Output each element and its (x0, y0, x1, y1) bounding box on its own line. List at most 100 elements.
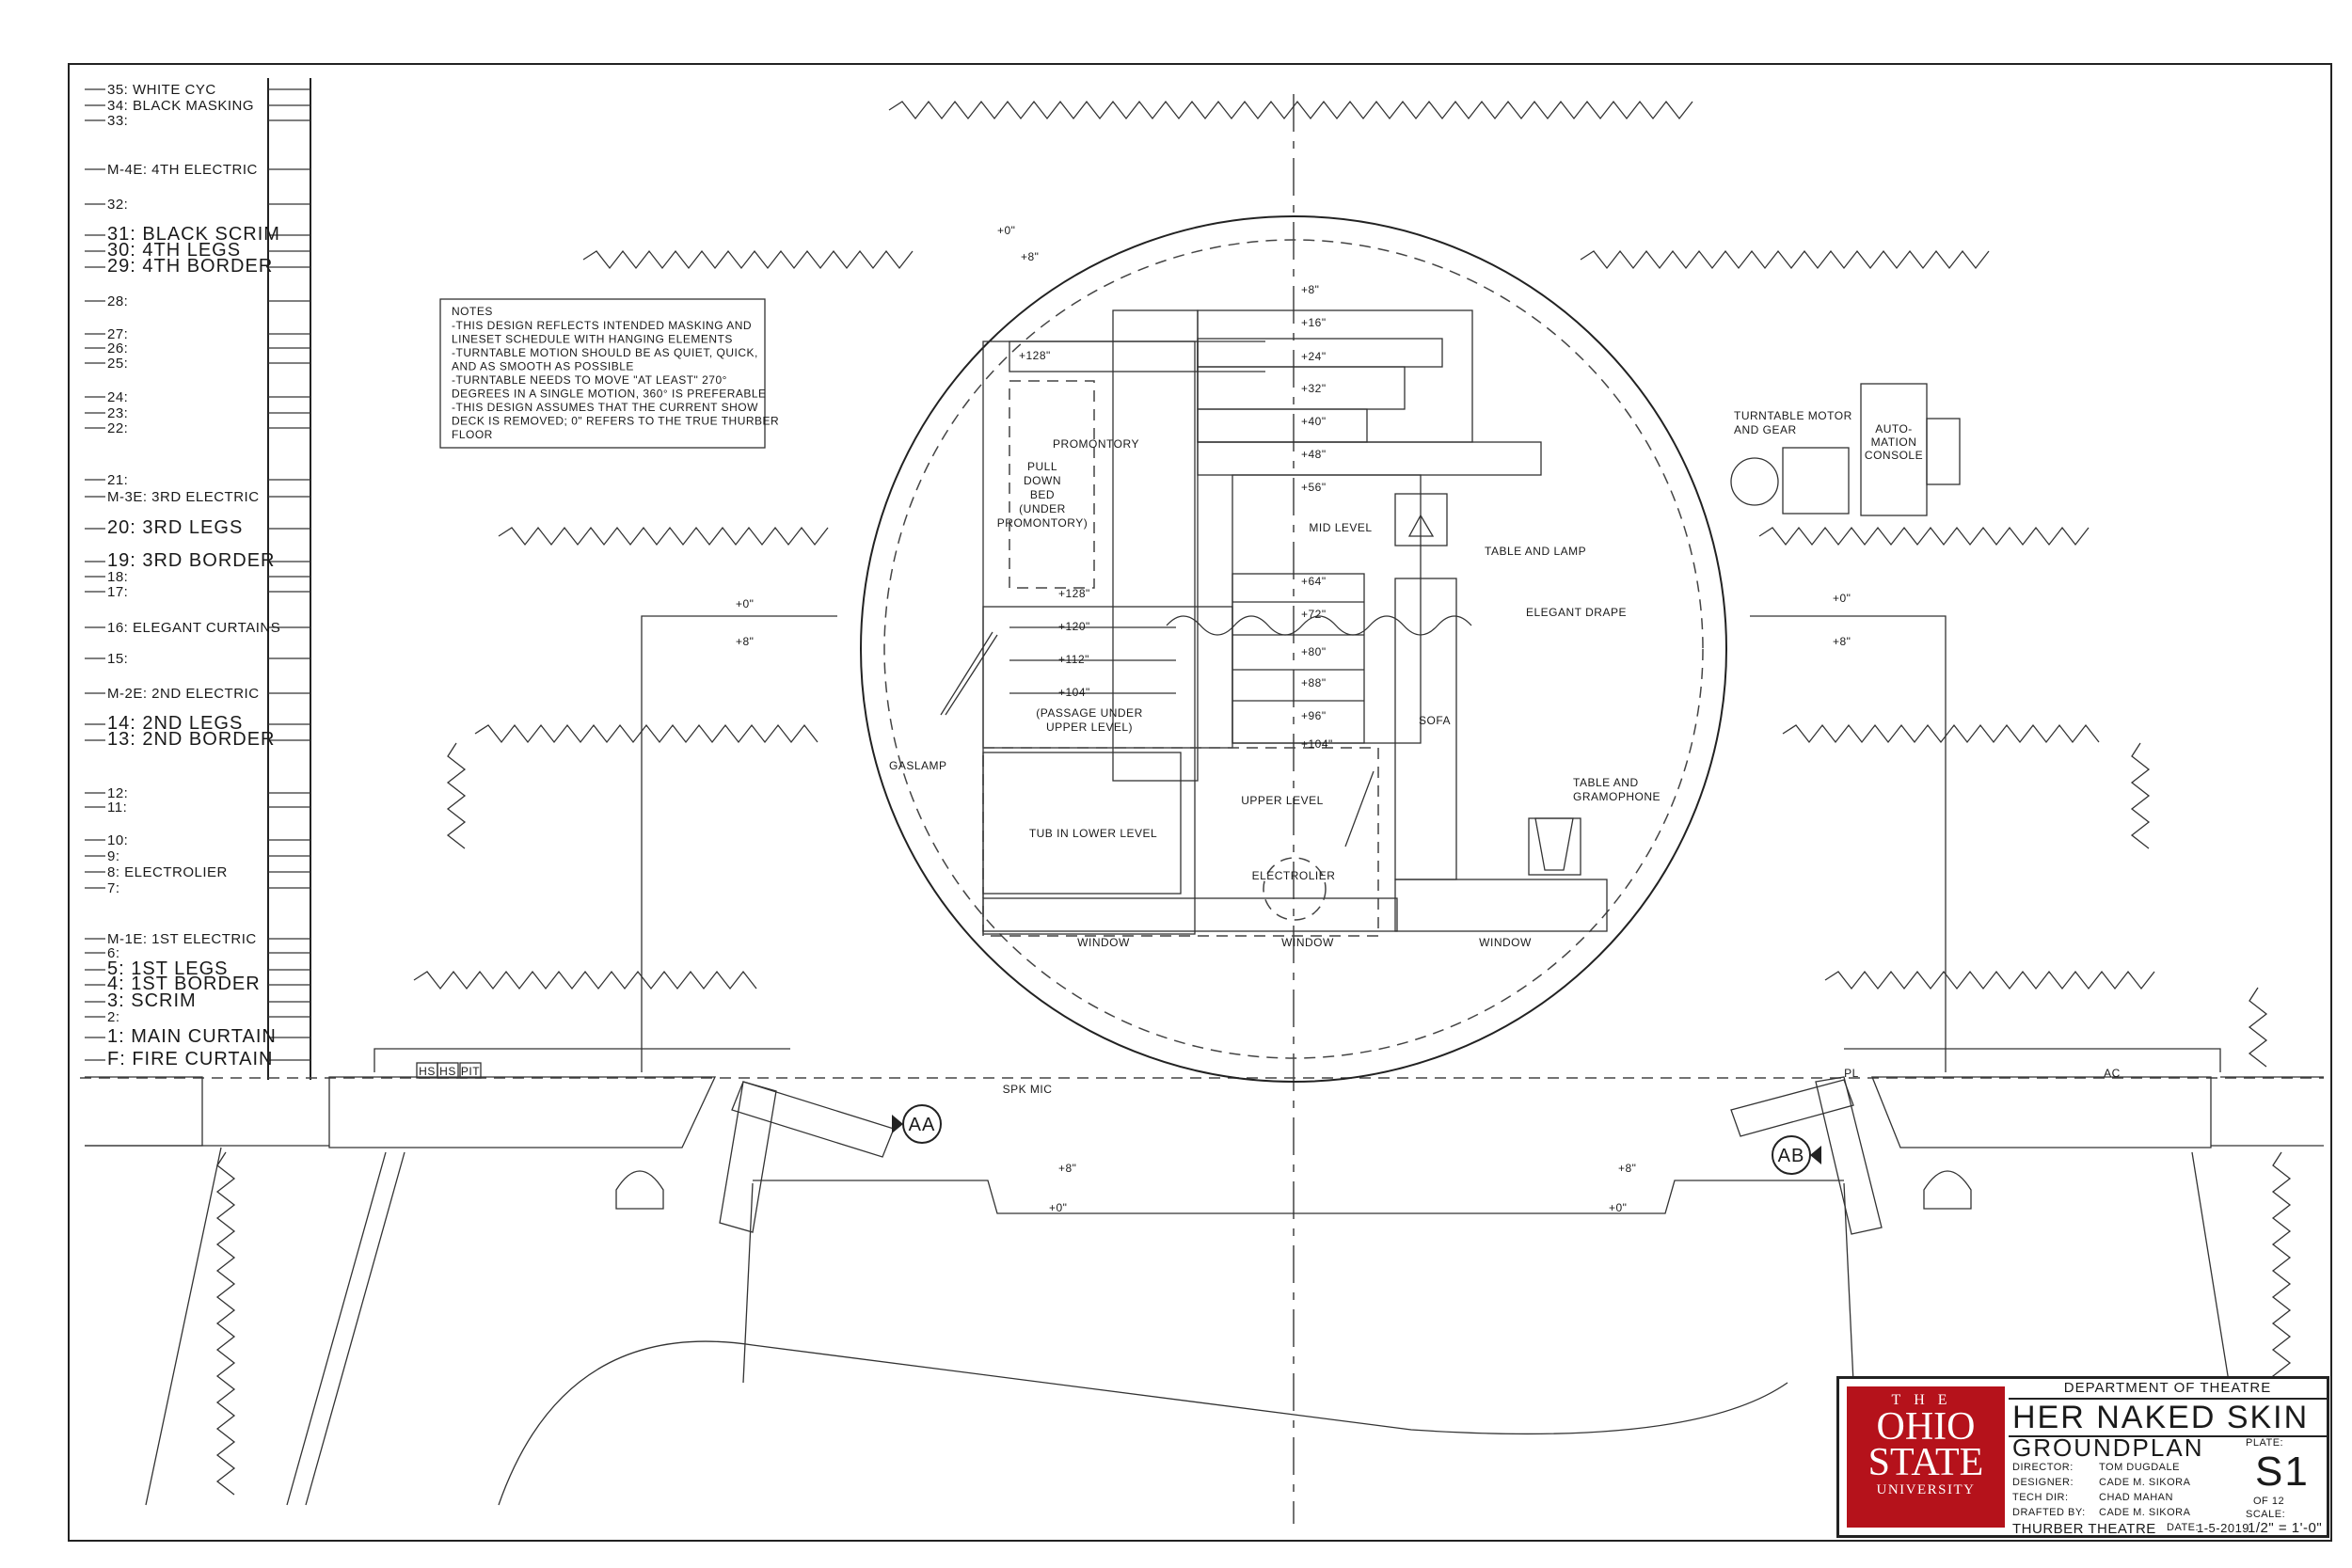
lineset-label: M-1E: 1ST ELECTRIC (107, 931, 257, 947)
label-pull-down-bed: PULL (1027, 460, 1057, 473)
lineset-label: M-4E: 4TH ELECTRIC (107, 162, 258, 178)
notes-title: NOTES (452, 305, 493, 318)
masking-zigzag (888, 100, 1693, 120)
elevation-label: +56" (1301, 481, 1327, 494)
elegant-drape (1166, 615, 1472, 636)
label-tub: TUB IN LOWER LEVEL (1029, 827, 1157, 840)
designer-name: CADE M. SIKORA (2099, 1477, 2191, 1488)
elevation-label: +96" (1301, 709, 1327, 722)
venue-name: THURBER THEATRE (2012, 1521, 2156, 1537)
section-aa-marker: AA (892, 1104, 942, 1144)
label-table-and-lamp: TABLE AND LAMP (1485, 545, 1586, 558)
notes-box (439, 298, 766, 449)
lineset-label: 10: (107, 832, 128, 848)
lineset-label: 7: (107, 880, 120, 896)
label-window-2: WINDOW (1281, 936, 1334, 949)
lineset-label: F: FIRE CURTAIN (107, 1049, 273, 1069)
elevation-label: +128" (1058, 587, 1090, 600)
lineset-label: 2: (107, 1009, 120, 1025)
label-passage: (PASSAGE UNDER (1036, 706, 1142, 720)
automation-console (1860, 383, 1961, 516)
speaker-right (1923, 1170, 1972, 1210)
masking-zigzag (1782, 723, 2100, 744)
lineset-label: 13: 2ND BORDER (107, 729, 276, 750)
masking-zigzag (498, 526, 829, 546)
elevation-label: +104" (1301, 737, 1333, 751)
title-block: THE OHIO STATE UNIVERSITY DEPARTMENT OF … (1836, 1376, 2329, 1538)
elevation-label: +8" (1021, 250, 1039, 263)
turntable (860, 215, 1727, 1083)
elevation-label: +8" (1618, 1162, 1636, 1175)
lineset-label: 31: BLACK SCRIM (107, 224, 280, 245)
plate-of: OF 12 (2253, 1496, 2285, 1507)
label-window-1: WINDOW (1077, 936, 1130, 949)
drafted-label: DRAFTED BY: (2012, 1507, 2086, 1518)
masking-zigzag (1580, 249, 1990, 270)
section-ab-marker: AB (1772, 1135, 1821, 1175)
masking-zigzag (2248, 987, 2268, 1068)
sheet-border (68, 63, 2332, 1542)
masking-zigzag (1758, 526, 2090, 546)
lineset-label: 22: (107, 420, 128, 436)
department-name: DEPARTMENT OF THEATRE (2009, 1379, 2327, 1400)
label-pull-down-bed: (UNDER (1019, 502, 1066, 515)
vomitory-stairs-left (719, 1081, 895, 1233)
label-automation-console: AUTO- (1875, 422, 1913, 436)
lineset-label: 9: (107, 848, 120, 864)
label-ac: AC (2104, 1067, 2121, 1080)
label-automation-console: CONSOLE (1865, 449, 1923, 462)
director-name: TOM DUGDALE (2099, 1462, 2180, 1473)
notes-line: -TURNTABLE NEEDS TO MOVE "AT LEAST" 270° (452, 373, 727, 387)
label-table-gramophone: GRAMOPHONE (1573, 790, 1661, 803)
designer-label: DESIGNER: (2012, 1477, 2074, 1488)
elevation-label: +24" (1301, 350, 1327, 363)
scale-value: 1/2" = 1'-0" (2248, 1520, 2323, 1536)
elevation-label: +128" (1019, 349, 1051, 362)
label-gaslamp: GASLAMP (889, 759, 947, 772)
side-walls (373, 615, 2221, 1072)
elevation-label: +80" (1301, 645, 1327, 658)
notes-line: -THIS DESIGN REFLECTS INTENDED MASKING A… (452, 319, 752, 332)
lineset-label: 21: (107, 472, 128, 488)
masking-zigzags (215, 100, 2292, 1496)
techdir-name: CHAD MAHAN (2099, 1492, 2173, 1503)
lineset-label: 33: (107, 113, 128, 129)
lineset-label: 35: WHITE CYC (107, 82, 216, 98)
lineset-label: 6: (107, 945, 120, 961)
label-hs-pit: HS (439, 1065, 456, 1078)
lineset-label: 32: (107, 197, 128, 213)
label-spk-mic: SPK MIC (1003, 1083, 1053, 1096)
lineset-label: 1: MAIN CURTAIN (107, 1026, 277, 1047)
lineset-label: 8: ELECTROLIER (107, 864, 228, 880)
plan-type: GROUNDPLAN (2012, 1433, 2204, 1462)
elevation-label: +16" (1301, 316, 1327, 329)
elevation-label: +112" (1058, 653, 1089, 666)
label-table-gramophone: TABLE AND (1573, 776, 1639, 789)
lineset-label: 20: 3RD LEGS (107, 517, 243, 538)
techdir-label: TECH DIR: (2012, 1492, 2069, 1503)
turntable-motor (1730, 447, 1850, 515)
label-electrolier: ELECTROLIER (1252, 869, 1336, 882)
lineset-label: M-3E: 3RD ELECTRIC (107, 489, 260, 505)
lineset-label: 14: 2ND LEGS (107, 713, 243, 734)
masking-zigzag (1824, 970, 2155, 990)
elevation-label: +0" (736, 597, 754, 610)
elevation-label: +40" (1301, 415, 1327, 428)
lineset-label: 4: 1ST BORDER (107, 974, 261, 994)
label-pull-down-bed: BED (1030, 488, 1055, 501)
lineset-label: 12: (107, 785, 128, 801)
elevation-label: +0" (1609, 1201, 1627, 1214)
label-hs-pit: PIT (461, 1065, 480, 1078)
elevation-label: +0" (1049, 1201, 1067, 1214)
notes-text: NOTES-THIS DESIGN REFLECTS INTENDED MASK… (452, 305, 779, 441)
speaker-left (615, 1170, 664, 1210)
elevation-label: +8" (1058, 1162, 1076, 1175)
masking-zigzag (413, 970, 757, 990)
label-promontory: PROMONTORY (1053, 437, 1139, 451)
label-upper-level: UPPER LEVEL (1241, 794, 1324, 807)
lineset-label: 18: (107, 569, 128, 585)
label-turntable-motor: TURNTABLE MOTOR (1734, 409, 1852, 422)
